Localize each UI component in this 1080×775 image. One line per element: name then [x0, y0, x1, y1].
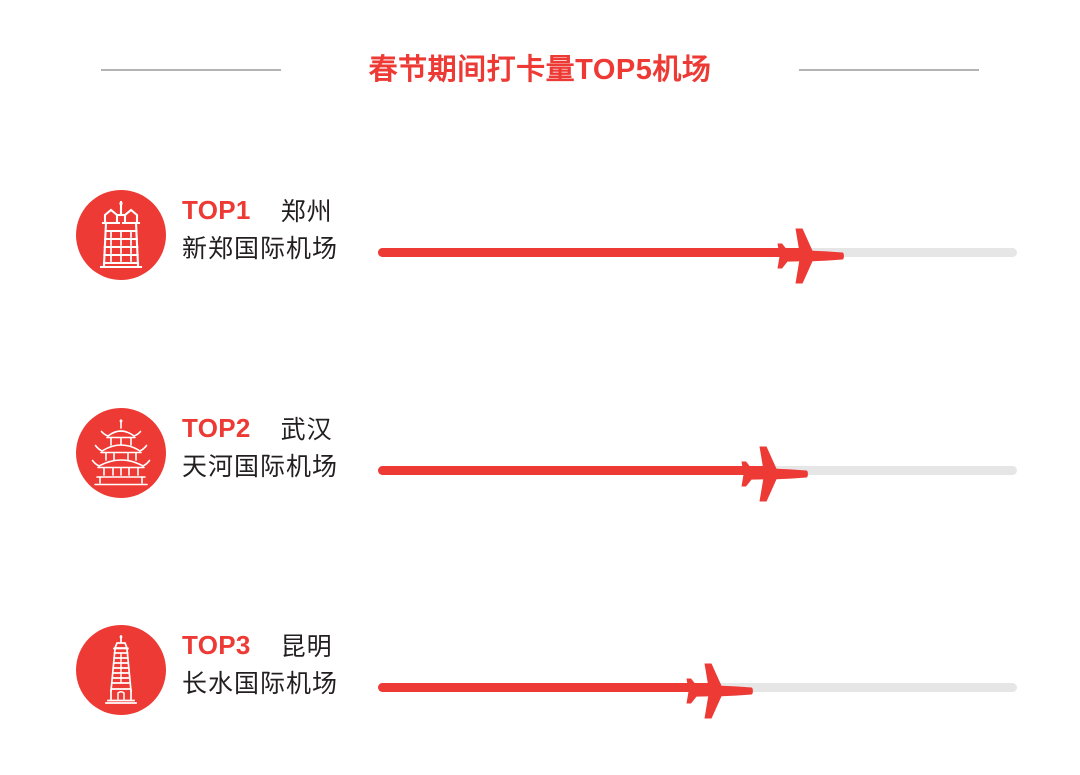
rank-line: TOP2 武汉 — [182, 409, 333, 447]
rank-line: TOP3 昆明 — [182, 626, 333, 664]
airplane-icon — [685, 656, 755, 726]
bar-area — [378, 656, 1018, 726]
list-item[interactable]: TOP2 武汉 天河国际机场 — [0, 393, 1080, 513]
city-name: 郑州 — [280, 198, 333, 226]
airport-name: 长水国际机场 — [182, 670, 339, 698]
bar-area — [378, 221, 1018, 291]
city-name: 武汉 — [280, 416, 333, 444]
erqi-tower-icon — [90, 201, 152, 269]
airplane-icon — [776, 221, 846, 291]
bar-fill — [378, 248, 808, 257]
bar-area — [378, 439, 1018, 509]
west-pagoda-icon — [96, 635, 146, 705]
page-title: 春节期间打卡量TOP5机场 — [368, 53, 712, 86]
row-labels: TOP1 郑州 新郑国际机场 — [182, 191, 377, 281]
rank-line: TOP1 郑州 — [182, 191, 333, 229]
airport-name: 新郑国际机场 — [182, 235, 339, 263]
row-labels: TOP3 昆明 长水国际机场 — [182, 626, 377, 716]
city-name: 昆明 — [280, 633, 333, 661]
list-item[interactable]: TOP3 昆明 长水国际机场 — [0, 610, 1080, 730]
airport-name: 天河国际机场 — [182, 453, 339, 481]
badge-circle — [76, 190, 166, 280]
badge-circle — [76, 408, 166, 498]
list-item[interactable]: TOP1 郑州 新郑国际机场 — [0, 175, 1080, 295]
rank-tag: TOP2 — [182, 412, 251, 443]
yellow-crane-tower-icon — [88, 419, 154, 487]
airplane-icon — [740, 439, 810, 509]
page-header: 春节期间打卡量TOP5机场 — [0, 50, 1080, 90]
badge-circle — [76, 625, 166, 715]
bar-fill — [378, 466, 772, 475]
bar-fill — [378, 683, 717, 692]
row-labels: TOP2 武汉 天河国际机场 — [182, 409, 377, 499]
rank-tag: TOP1 — [182, 194, 251, 225]
rank-tag: TOP3 — [182, 629, 251, 660]
title-rule-left — [100, 69, 281, 71]
title-rule-right — [799, 69, 980, 71]
